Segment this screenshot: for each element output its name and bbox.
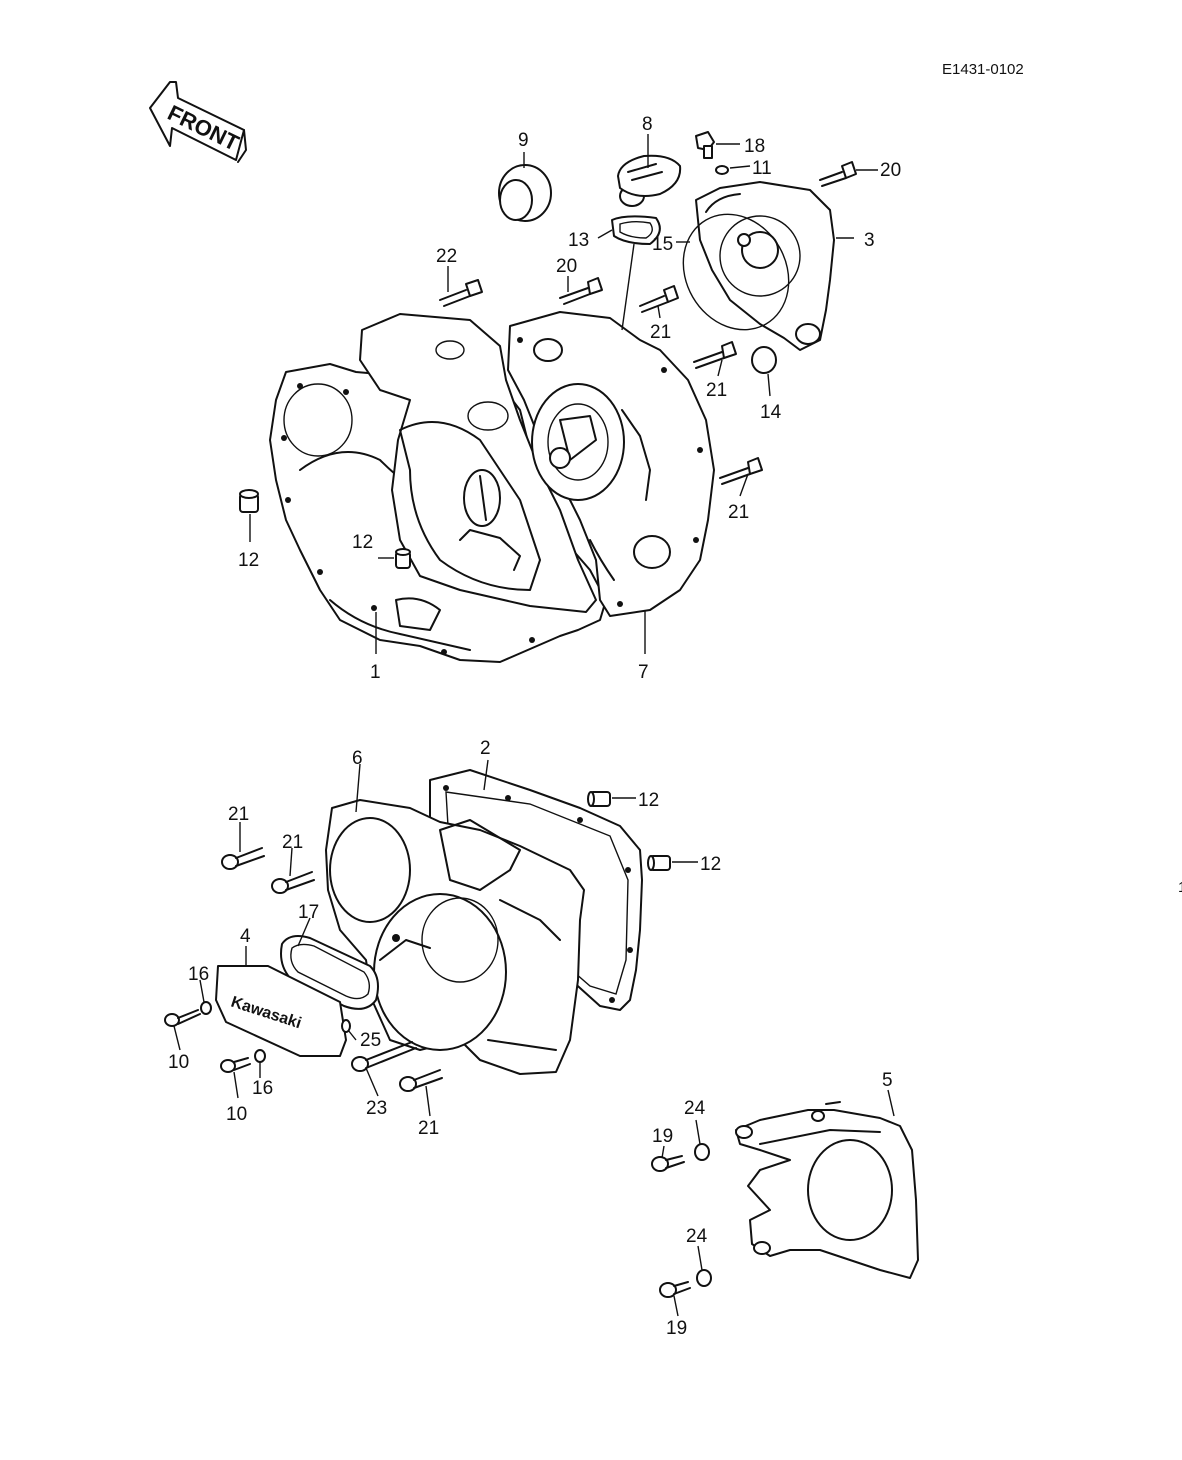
callout-21-mid: 21 [706, 380, 727, 401]
bolt-21-top [639, 285, 679, 313]
sealing-washer [715, 165, 729, 175]
callout-10-lower: 10 [226, 1104, 247, 1125]
emblem-cover: Kawasaki [215, 965, 347, 1057]
bolt-21-upper-left [221, 847, 265, 870]
callout-25: 25 [360, 1030, 381, 1051]
callout-21-upper-left: 21 [228, 804, 249, 825]
dowel-pin-lower-right [647, 855, 671, 871]
callout-21-lower-left: 21 [282, 832, 303, 853]
callout-12-center: 12 [352, 532, 373, 553]
front-arrow-icon: FRONT [149, 81, 247, 163]
callout-5: 5 [882, 1070, 893, 1091]
callout-23: 23 [366, 1098, 387, 1119]
bolt-20-right [819, 161, 857, 187]
bolt-20-top [559, 277, 603, 305]
oil-filler-cap [617, 154, 682, 207]
bolt-22 [439, 279, 483, 307]
generator-cover [325, 799, 585, 1075]
washer-24-lower [696, 1269, 712, 1287]
diagram-code: E1431-0102 [942, 61, 1024, 78]
cover-gasket-17 [280, 935, 379, 1010]
callout-24-lower: 24 [686, 1226, 708, 1247]
callout-14: 14 [760, 402, 782, 423]
rubber-plug [498, 164, 552, 222]
bolt-23 [351, 1041, 417, 1072]
washer-16-lower [254, 1049, 266, 1063]
callout-12-lower-right: 12 [700, 854, 721, 875]
callout-21-right: 21 [728, 502, 749, 523]
bolt-21-mid [693, 341, 737, 369]
bolt-19-upper [651, 1155, 685, 1172]
callout-16-upper: 16 [188, 964, 209, 985]
callout-8: 8 [642, 114, 653, 135]
callout-11: 11 [752, 158, 772, 179]
bolt-21-right [719, 457, 763, 485]
callout-15: 15 [652, 234, 673, 255]
callout-19-lower: 19 [666, 1318, 687, 1339]
callout-10-upper: 10 [168, 1052, 189, 1073]
dowel-pin-upper-right [587, 791, 611, 807]
small-o-ring [751, 346, 777, 374]
dowel-pin-left [239, 489, 259, 513]
callout-20-right: 20 [880, 160, 901, 181]
bolt-21-bottom [399, 1069, 443, 1092]
dowel-pin-center [395, 548, 411, 569]
screw-10-upper [164, 1009, 201, 1027]
callout-24-upper: 24 [684, 1098, 706, 1119]
callout-7: 7 [638, 662, 649, 683]
cover-o-ring [682, 213, 790, 331]
callout-20-top: 20 [556, 256, 577, 277]
callout-21-bottom: 21 [418, 1118, 439, 1139]
callout-4: 4 [240, 926, 251, 947]
water-pump-cover [695, 181, 835, 351]
screw-10-lower [220, 1057, 251, 1073]
callout-19-upper: 19 [652, 1126, 673, 1147]
callout-18: 18 [744, 136, 765, 157]
callout-9: 9 [518, 130, 529, 151]
bolt-21-lower-left [271, 871, 315, 894]
bolt-19-lower [659, 1281, 691, 1298]
leader-lines [173, 134, 895, 1317]
callout-numbers: 1 2 3 4 5 6 7 8 9 10 10 11 12 12 12 12 1… [168, 114, 901, 1339]
drain-bolt [695, 131, 715, 159]
callout-16-lower: 16 [252, 1078, 273, 1099]
washer-16-upper [200, 1001, 212, 1015]
callout-12-upper-right: 12 [638, 790, 659, 811]
callout-21-top: 21 [650, 322, 671, 343]
clip-25 [341, 1019, 351, 1033]
callout-22: 22 [436, 246, 457, 267]
callout-2: 2 [480, 738, 491, 759]
washer-24-upper [694, 1143, 710, 1161]
left-crankcase-cover [359, 313, 597, 613]
callout-13: 13 [568, 230, 589, 251]
front-label: FRONT [164, 100, 244, 156]
callout-12-left: 12 [238, 550, 259, 571]
callout-3: 3 [864, 230, 875, 251]
filler-cap-gasket [611, 215, 661, 245]
callout-1: 1 [370, 662, 381, 683]
sprocket-cover [735, 1101, 919, 1279]
callout-17: 17 [298, 902, 319, 923]
edge-mark: 1 [1178, 879, 1182, 896]
callout-6: 6 [352, 748, 363, 769]
oil-pump-cover [507, 311, 715, 617]
